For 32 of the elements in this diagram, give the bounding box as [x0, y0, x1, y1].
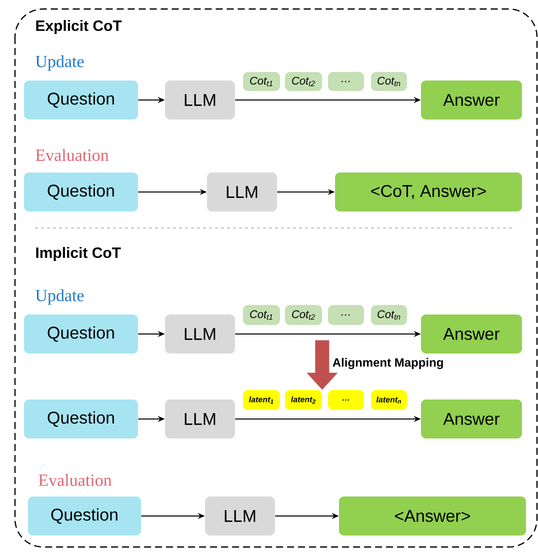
answer-box: Answer: [421, 80, 522, 120]
answer-box: Answer: [421, 400, 522, 438]
latent-token-box: latent$_{1}$: [243, 390, 280, 410]
stage-label: Evaluation: [36, 149, 109, 161]
cot-token-box: Cot$_{t1}$: [243, 305, 280, 325]
question-box: Question: [24, 314, 138, 354]
cot-token-box: …: [328, 72, 364, 91]
section-title: Explicit CoT: [36, 20, 122, 34]
llm-box: LLM: [165, 314, 235, 354]
cot-token-box: Cot$_{t1}$: [243, 72, 280, 91]
question-box: Question: [28, 496, 141, 536]
cot-token-box: Cot$_{tn}$: [371, 72, 407, 91]
cot-token-box: Cot$_{t2}$: [285, 72, 322, 91]
question-box: Question: [24, 80, 138, 120]
stage-label: Evaluation: [38, 474, 112, 486]
latent-token-box: …: [328, 390, 364, 410]
answer-box: <CoT, Answer>: [335, 172, 522, 212]
llm-box: LLM: [165, 80, 235, 120]
llm-box: LLM: [165, 400, 235, 438]
edge-label: Alignment Mapping: [332, 358, 443, 370]
cot-token-box: Cot$_{t2}$: [285, 305, 322, 325]
llm-box: LLM: [207, 172, 277, 212]
answer-box: <Answer>: [339, 496, 526, 536]
section-title: Implicit CoT: [36, 247, 121, 261]
question-box: Question: [24, 400, 138, 438]
cot-token-box: Cot$_{tn}$: [371, 305, 407, 325]
latent-token-box: latent$_{2}$: [285, 390, 322, 410]
question-box: Question: [24, 172, 138, 212]
cot-token-box: …: [328, 305, 364, 325]
answer-box: Answer: [421, 314, 522, 354]
llm-box: LLM: [205, 496, 275, 536]
latent-token-box: latent$_{n}$: [371, 390, 407, 410]
